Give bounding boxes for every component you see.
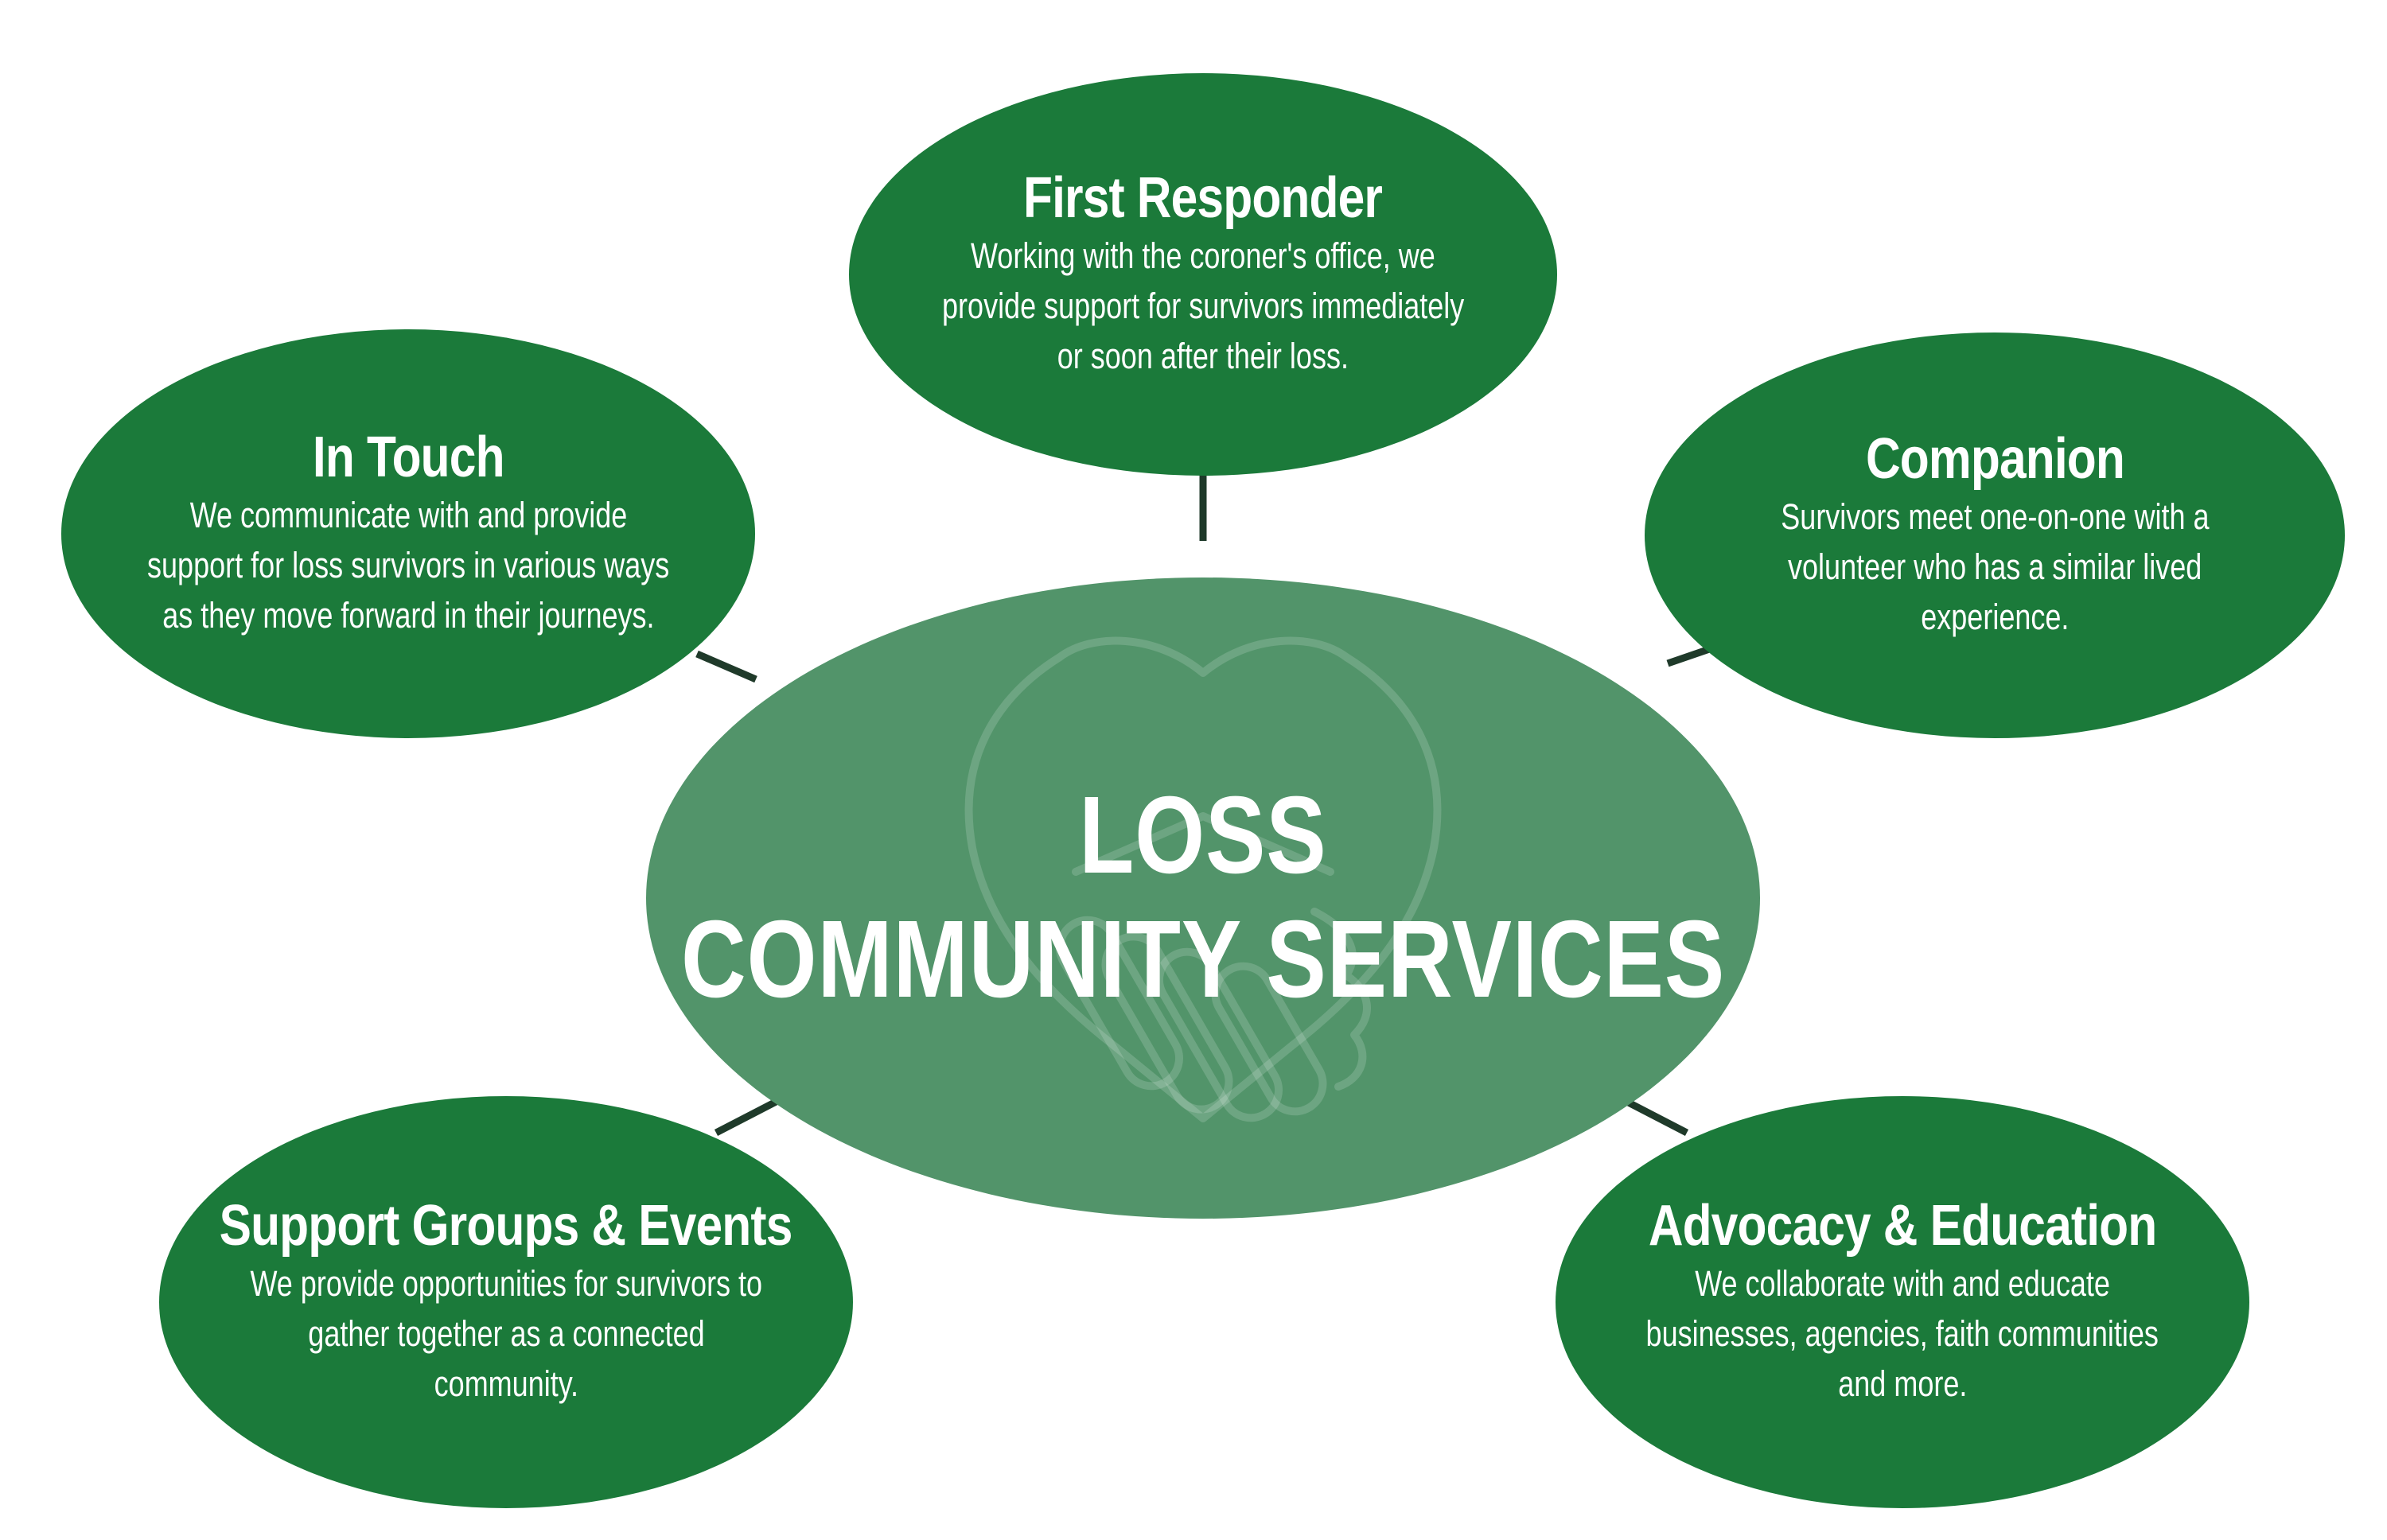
node-first-responder: First Responder Working with the coroner… xyxy=(849,73,1557,476)
support-groups-title: Support Groups & Events xyxy=(220,1194,793,1258)
in-touch-line-3: as they move forward in their journeys. xyxy=(162,595,655,636)
in-touch-line-1: We communicate with and provide xyxy=(189,495,627,536)
heart-handshake-icon xyxy=(964,636,1442,1122)
center-node: LOSS COMMUNITY SERVICES xyxy=(646,578,1760,1219)
advocacy-line-2: businesses, agencies, faith communities xyxy=(1645,1313,2159,1355)
in-touch-line-2: support for loss survivors in various wa… xyxy=(146,545,670,586)
companion-line-3: experience. xyxy=(1920,597,2070,638)
center-title-line-2: COMMUNITY SERVICES xyxy=(680,898,1726,1021)
first-responder-title: First Responder xyxy=(1023,166,1383,231)
support-groups-line-2: gather together as a connected xyxy=(307,1313,705,1355)
first-responder-line-3: or soon after their loss. xyxy=(1057,336,1349,377)
node-support-groups: Support Groups & Events We provide oppor… xyxy=(159,1096,853,1508)
advocacy-title: Advocacy & Education xyxy=(1648,1194,2157,1258)
advocacy-line-1: We collaborate with and educate xyxy=(1695,1263,2110,1305)
support-groups-line-3: community. xyxy=(434,1363,578,1405)
companion-line-1: Survivors meet one-on-one with a xyxy=(1780,496,2210,538)
connector-in-touch xyxy=(695,650,757,683)
in-touch-title: In Touch xyxy=(312,426,505,490)
first-responder-line-1: Working with the coroner's office, we xyxy=(971,235,1435,277)
node-in-touch: In Touch We communicate with and provide… xyxy=(61,329,755,738)
companion-line-2: volunteer who has a similar lived xyxy=(1787,546,2202,588)
advocacy-line-3: and more. xyxy=(1837,1363,1968,1405)
companion-title: Companion xyxy=(1865,427,2124,492)
node-advocacy: Advocacy & Education We collaborate with… xyxy=(1556,1096,2249,1508)
support-groups-line-1: We provide opportunities for survivors t… xyxy=(250,1263,762,1305)
center-title-line-1: LOSS xyxy=(1079,774,1327,897)
connector-support-groups xyxy=(714,1095,786,1136)
node-companion: Companion Survivors meet one-on-one with… xyxy=(1645,332,2345,738)
first-responder-line-2: provide support for survivors immediatel… xyxy=(941,286,1465,327)
